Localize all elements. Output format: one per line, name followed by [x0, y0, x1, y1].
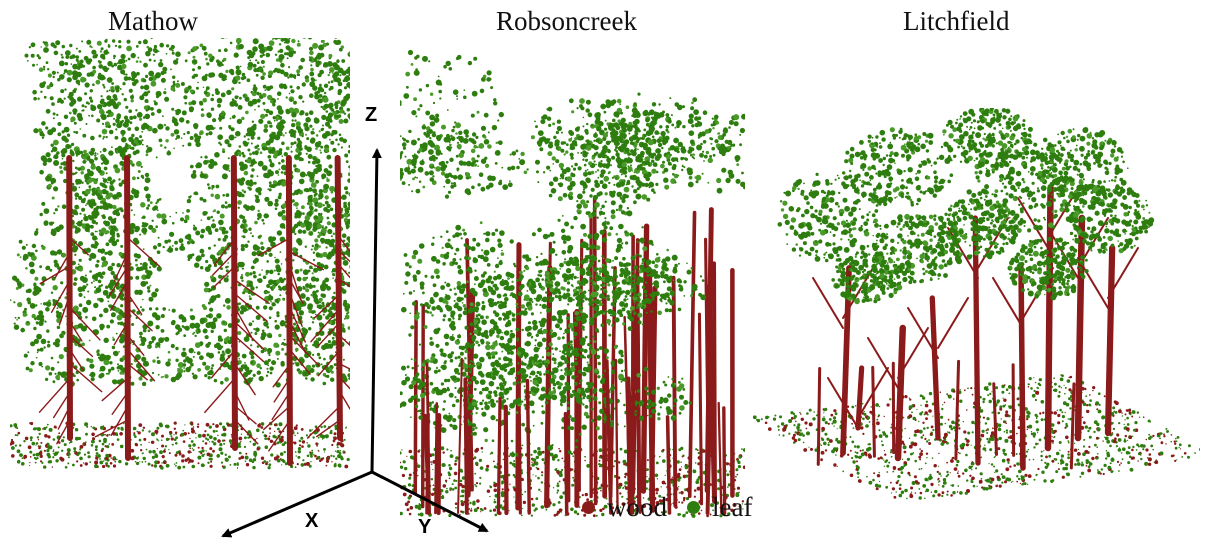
- wood-dot-icon: [582, 500, 595, 514]
- legend: wood leaf: [582, 490, 772, 524]
- litchfield-point-cloud: [748, 108, 1200, 508]
- x-axis-label: X: [305, 510, 319, 532]
- panel-title-robsoncreek: Robsoncreek: [496, 6, 637, 36]
- panel-title-litchfield: Litchfield: [903, 6, 1010, 36]
- y-axis-arrow: [371, 470, 489, 533]
- x-axis-arrow: [221, 470, 373, 538]
- panel-title-mathow: Mathow: [108, 6, 198, 36]
- legend-label-leaf: leaf: [712, 491, 753, 522]
- y-axis-label: Y: [418, 516, 432, 538]
- leaf-dot-icon: [687, 500, 700, 514]
- z-axis-arrow: [370, 148, 382, 473]
- z-axis-label: Z: [365, 104, 378, 126]
- legend-item-wood: wood: [582, 492, 667, 523]
- robsoncreek-point-cloud: [400, 48, 745, 518]
- mathow-point-cloud: [10, 38, 350, 470]
- legend-item-leaf: leaf: [687, 492, 752, 523]
- legend-label-wood: wood: [607, 491, 667, 522]
